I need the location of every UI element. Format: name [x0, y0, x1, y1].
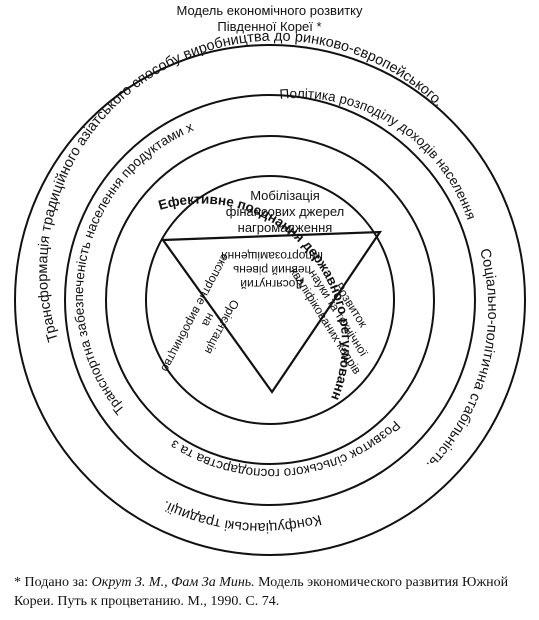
triangle-inner-label: Досягнутий певний рівень імпортозаміщенн… [221, 249, 323, 291]
ring-1-circle [64, 94, 476, 506]
outer-ring-text-top: Трансформація традиційного азіатського с… [35, 29, 446, 344]
left-label-line-3: експортне виробництво [158, 251, 232, 374]
footnote-marker: * Подано за: [14, 575, 89, 590]
left-label-line-2: на [199, 311, 218, 330]
title-line-2: Південної Кореї * [217, 19, 322, 34]
center-triangle [160, 230, 383, 394]
ring-3-circle [145, 175, 395, 425]
triangle-inner-line-2: певний рівень [233, 263, 311, 277]
footnote-source: Модель экономического развития Южной Кор… [14, 575, 509, 609]
ring-2-text-bottom: Розвиток сільського господарства та забе… [0, 0, 403, 481]
center-label-line-3: нагромадження [238, 220, 333, 235]
triangle-inner-line-1: Досягнутий [240, 277, 303, 291]
economic-model-diagram: Трансформація традиційного азіатського с… [0, 0, 526, 556]
ring-2-circle [105, 135, 435, 465]
diagram-title: Модель економічного розвитку Південної К… [0, 3, 539, 35]
triangle-inner-line-3: імпортозаміщення [221, 249, 323, 263]
outer-ring-text-right: Соціально-політична стабільність. [423, 247, 500, 473]
center-label-line-1: Мобілізація [250, 188, 320, 203]
outer-circle [14, 44, 526, 556]
center-label-line-2: фінансових джерел [226, 204, 344, 219]
footnote-authors: Окрут З. М., Фам За Минь. [91, 575, 255, 590]
footnote: * Подано за: Окрут З. М., Фам За Минь. М… [14, 573, 534, 611]
title-line-1: Модель економічного розвитку [176, 3, 363, 18]
